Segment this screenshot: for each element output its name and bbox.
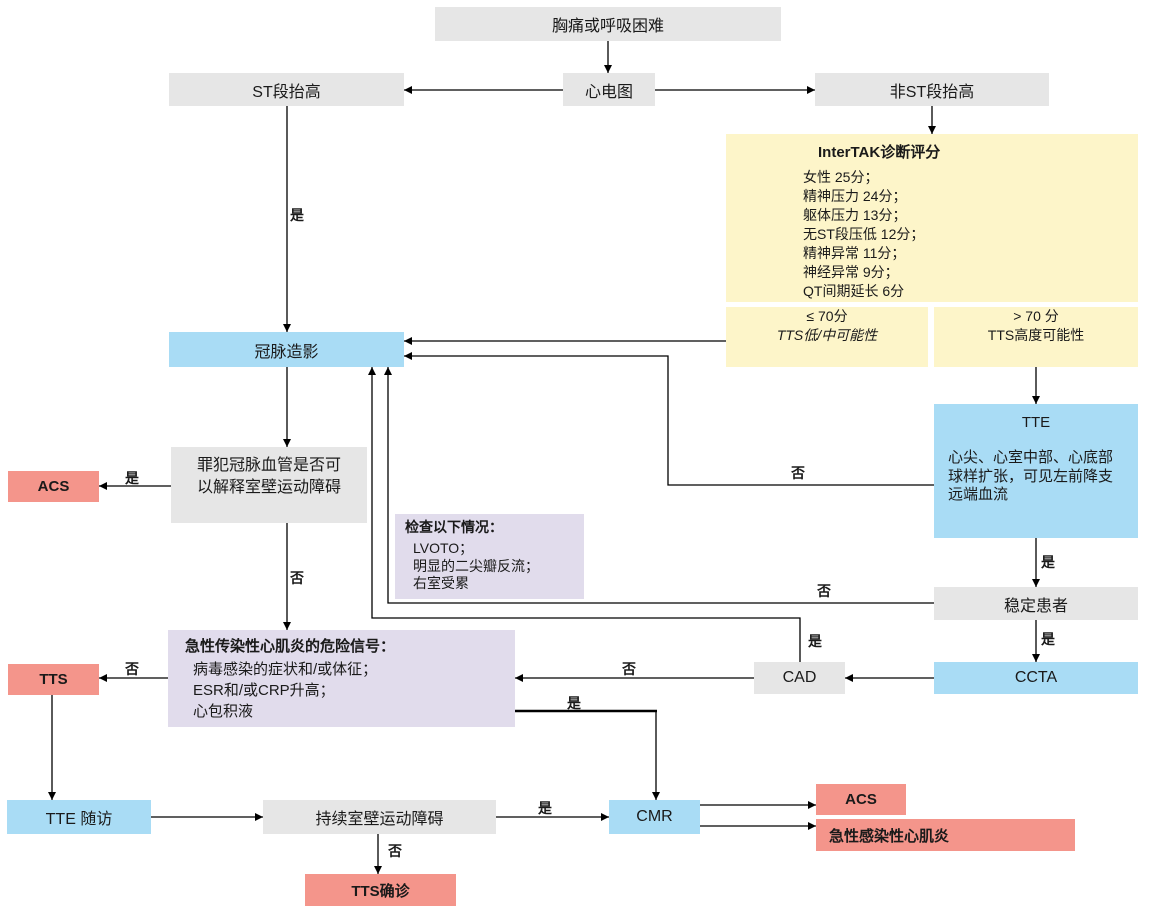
node-ecg-label: 心电图 [584,83,633,101]
node-acs-1: ACS [8,471,99,502]
node-ccta-label: CCTA [1014,669,1058,686]
myocarditis-flag-item: 心包积液 [193,702,254,720]
node-high-score: > 70 分 TTS高度可能性 [934,307,1138,367]
intertak-item: 精神压力 24分； [803,188,907,204]
node-chest-pain: 胸痛或呼吸困难 [435,7,781,41]
check-items: LVOTO； 明显的二尖瓣反流； 右室受累 [413,540,539,593]
intertak-item: 女性 25分； [803,169,879,185]
intertak-items: 女性 25分； 精神压力 24分； 躯体压力 13分； 无ST段压低 12分； … [803,168,924,301]
node-stable-patient-label: 稳定患者 [1003,597,1068,615]
node-check-conditions: 检查以下情况： LVOTO； 明显的二尖瓣反流； 右室受累 [395,514,584,599]
intertak-item: 无ST段压低 12分； [803,226,925,242]
edge-label-persistent-to-confirmed: 否 [388,843,402,859]
tte-line: 远端血流 [948,486,1009,503]
node-ccta: CCTA [934,662,1138,694]
node-low-score: ≤ 70分 TTS低/中可能性 [726,307,928,367]
myocarditis-flag-item: 病毒感染的症状和/或体征； [193,660,378,678]
node-acs-2: ACS [816,784,906,815]
edge-label-tte-to-angio: 否 [791,465,805,481]
node-acs-2-label: ACS [845,791,877,808]
node-tte-followup-label: TTE 随访 [45,811,113,828]
myocarditis-flags-items: 病毒感染的症状和/或体征； ESR和/或CRP升高； 心包积液 [193,659,377,722]
edge-label-flags-to-tts: 否 [125,661,139,677]
check-title: 检查以下情况： [405,519,503,535]
check-item: 右室受累 [413,575,469,591]
tte-description: 心尖、心室中部、心底部 球样扩张，可见左前降支 远端血流 [948,449,1113,505]
high-score-label: TTS高度可能性 [987,327,1085,343]
node-acs-1-label: ACS [37,478,70,495]
node-tte-followup: TTE 随访 [7,800,151,834]
intertak-item: 躯体压力 13分； [803,207,907,223]
node-tts-label: TTS [39,671,68,688]
node-tts-confirmed-label: TTS确诊 [351,882,410,900]
check-item: 明显的二尖瓣反流； [413,557,539,574]
node-cad: CAD [754,662,845,694]
node-acute-infective-myocarditis: 急性感染性心肌炎 [816,819,1075,851]
edge-label-st-to-angio: 是 [290,207,304,223]
edge-label-flags-to-cmr: 是 [567,695,581,711]
edge-label-cad-to-angio: 是 [808,633,822,649]
node-cmr: CMR [609,800,700,834]
edge-label-culprit-to-flags: 否 [290,570,304,586]
intertak-item: QT间期延长 6分 [803,283,905,299]
edge-label-stable-to-ccta: 是 [1041,631,1055,647]
node-tte: TTE 心尖、心室中部、心底部 球样扩张，可见左前降支 远端血流 [934,404,1138,538]
node-coronary-angiography: 冠脉造影 [169,332,404,367]
edge-label-tte-to-stable: 是 [1041,554,1055,570]
intertak-title: InterTAK诊断评分 [818,144,941,161]
edge-label-cad-to-flags: 否 [622,661,636,677]
low-score-label: TTS低/中可能性 [776,327,878,343]
tte-line: 心尖、心室中部、心底部 [948,449,1114,466]
tte-line: 球样扩张，可见左前降支 [948,467,1114,485]
culprit-line: 罪犯冠脉血管是否可 [196,457,341,474]
node-cmr-label: CMR [636,808,673,825]
low-score-value: ≤ 70分 [806,308,848,324]
node-persistent-wall-motion: 持续室壁运动障碍 [263,800,496,834]
tte-title: TTE [1021,414,1051,431]
node-non-st-elevation: 非ST段抬高 [815,73,1049,106]
node-non-st-elevation-label: 非ST段抬高 [889,83,975,101]
node-chest-pain-label: 胸痛或呼吸困难 [551,18,664,35]
edge-label-persistent-to-cmr: 是 [538,800,552,816]
intertak-item: 神经异常 9分； [803,264,899,280]
node-cad-label: CAD [782,669,817,686]
node-stable-patient: 稳定患者 [934,587,1138,620]
node-myocarditis-red-flags: 急性传染性心肌炎的危险信号： 病毒感染的症状和/或体征； ESR和/或CRP升高… [168,630,515,727]
intertak-item: 精神异常 11分； [803,245,906,261]
edge-label-stable-to-angio: 否 [817,583,831,599]
node-st-elevation: ST段抬高 [169,73,404,106]
edge-label-culprit-to-acs: 是 [125,470,139,486]
culprit-text: 罪犯冠脉血管是否可 以解释室壁运动障碍 [171,455,367,499]
arrow-tte-to-angiography [404,352,934,486]
culprit-line: 以解释室壁运动障碍 [196,479,341,496]
node-tts-confirmed: TTS确诊 [305,874,456,906]
check-item: LVOTO； [413,540,474,556]
high-score-value: > 70 分 [1013,308,1059,324]
node-persistent-wall-motion-label: 持续室壁运动障碍 [315,811,444,828]
node-ecg: 心电图 [563,73,655,106]
myocarditis-flag-item: ESR和/或CRP升高； [193,681,335,699]
myocarditis-flags-title: 急性传染性心肌炎的危险信号： [185,638,396,655]
node-intertak-score: InterTAK诊断评分 女性 25分； 精神压力 24分； 躯体压力 13分；… [726,134,1138,302]
node-coronary-angiography-label: 冠脉造影 [254,343,319,361]
node-st-elevation-label: ST段抬高 [252,83,321,101]
node-culprit-vessel: 罪犯冠脉血管是否可 以解释室壁运动障碍 [171,447,367,523]
node-acute-infective-myocarditis-label: 急性感染性心肌炎 [829,827,950,845]
node-tts: TTS [8,664,99,695]
